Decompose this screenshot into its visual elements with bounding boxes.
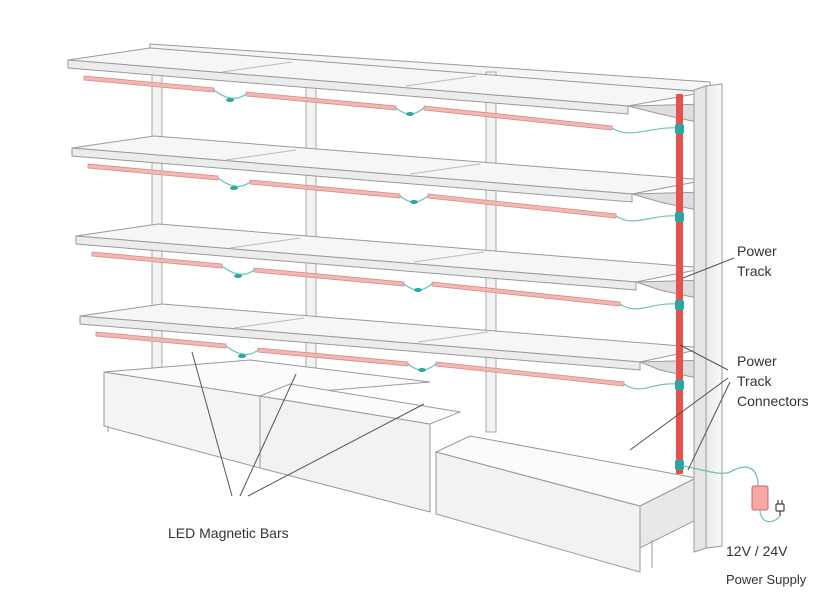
- track-feed-wire: [623, 383, 680, 390]
- label-connectors-line2: Track: [737, 373, 772, 389]
- power-track-connector: [675, 212, 684, 222]
- led-joint: [410, 200, 418, 204]
- led-magnetic-bar: [87, 163, 219, 181]
- led-magnetic-bar: [95, 331, 227, 349]
- track-feed-wire: [619, 303, 680, 310]
- shelf-level: [71, 135, 707, 222]
- shelf-seam: [225, 149, 297, 161]
- shelf-seam: [413, 251, 485, 263]
- power-track-connector: [675, 460, 684, 470]
- shelf-seam: [233, 317, 305, 329]
- led-magnetic-bar: [253, 267, 405, 287]
- led-joint: [414, 288, 422, 292]
- track-feed-wire: [611, 127, 680, 134]
- shelf-top: [71, 135, 707, 195]
- leader-lines: [191, 257, 735, 497]
- power-track-connector: [675, 380, 684, 390]
- label-connectors-line3: Connectors: [737, 393, 809, 409]
- led-jumper-wire: [225, 345, 259, 355]
- led-joint: [418, 368, 426, 372]
- led-magnetic-bar: [245, 91, 397, 111]
- shelf-top: [79, 303, 707, 363]
- shelf-seam: [405, 75, 477, 87]
- led-magnetic-bar: [83, 75, 215, 93]
- shelf-top: [75, 223, 707, 283]
- shelf-level: [79, 303, 707, 390]
- right-upright: [693, 83, 723, 553]
- shelves-group: [67, 47, 707, 390]
- shelf-bases: [103, 359, 698, 573]
- shelf-front: [71, 147, 633, 203]
- shelf-front: [75, 235, 637, 291]
- led-jumper-wire: [221, 265, 255, 275]
- label-voltage: 12V / 24V: [726, 543, 788, 559]
- led-magnetic-bar: [249, 179, 401, 199]
- led-joint: [238, 354, 246, 358]
- power-track: [676, 94, 683, 474]
- shelf-seam: [229, 237, 301, 249]
- shelf-seam: [221, 61, 293, 73]
- led-magnetic-bar: [91, 251, 223, 269]
- power-track-connector: [675, 300, 684, 310]
- led-joint: [230, 186, 238, 190]
- label-led-bars: LED Magnetic Bars: [168, 525, 289, 541]
- power-supply: [682, 465, 785, 523]
- label-power-supply: Power Supply: [726, 572, 807, 587]
- shelf-level: [75, 223, 707, 310]
- plug-icon: [775, 500, 785, 516]
- led-jumper-wire: [217, 177, 251, 187]
- led-joint: [234, 274, 242, 278]
- label-power-track-line2: Track: [737, 263, 772, 279]
- shelf-level: [67, 47, 707, 134]
- shelf-seam: [417, 331, 489, 343]
- led-jumper-wire: [213, 89, 247, 99]
- label-connectors-line1: Power: [737, 353, 777, 369]
- label-power-track-line1: Power: [737, 243, 777, 259]
- track-feed-wire: [615, 215, 680, 222]
- led-joint: [226, 98, 234, 102]
- power-track-connector: [675, 124, 684, 134]
- shelf-seam: [409, 163, 481, 175]
- shelf-front: [67, 59, 629, 115]
- shelf-front: [79, 315, 641, 371]
- led-joint: [406, 112, 414, 116]
- power-supply-box: [751, 485, 769, 511]
- power-track-connectors: [675, 124, 684, 470]
